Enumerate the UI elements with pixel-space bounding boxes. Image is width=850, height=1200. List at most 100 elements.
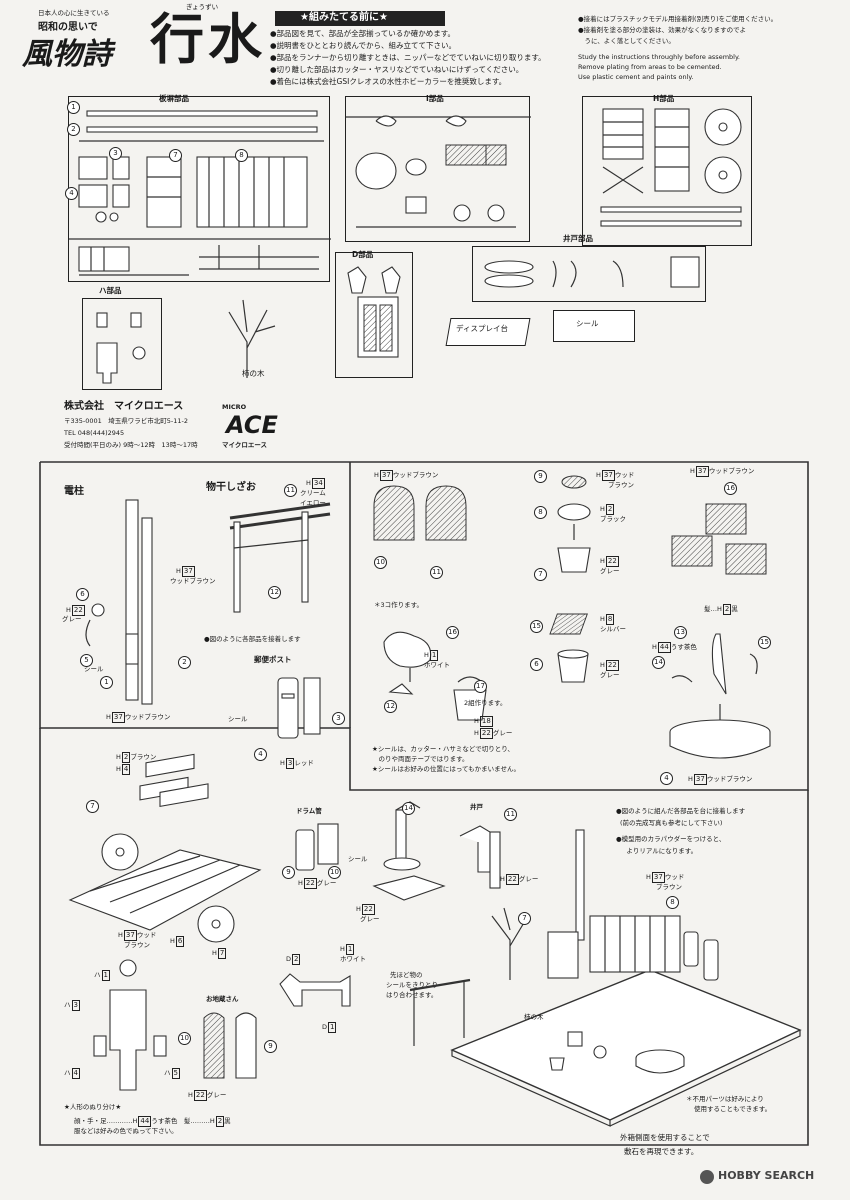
- sprue-i-parts: I部品: [345, 94, 531, 242]
- sprue-d-label: D部品: [352, 250, 374, 259]
- cart-num-7a: 7: [86, 800, 99, 813]
- tagline-2: 昭和の思いで: [38, 22, 98, 33]
- base-note-1: 外箱側面を使用することで: [620, 1133, 710, 1142]
- chicken-num-12: 12: [384, 700, 397, 713]
- tub-drawing: [669, 633, 771, 759]
- washboard-num-6: 6: [530, 658, 543, 671]
- tub-num-14: 14: [652, 656, 665, 669]
- final-note-2: (前の完成写真も参考にして下さい): [620, 819, 723, 827]
- note-jp-2: ●接着剤を塗る部分の塗装は、効果がなくなりますのでよ: [578, 26, 747, 34]
- pole-num-5: 5: [80, 654, 93, 667]
- drying-drawing: [229, 502, 331, 613]
- cart-wood-brown: ブラウン: [124, 941, 150, 949]
- logo-top: MICRO: [222, 403, 247, 411]
- part-num-3: 3: [109, 147, 122, 160]
- dog-note-1: 先ほど物の: [390, 971, 423, 979]
- drum-title: ドラム管: [296, 807, 322, 815]
- before-item-2: ●説明書をひととおり読んでから、組み立てて下さい。: [270, 41, 456, 50]
- pole-drawing: [85, 499, 153, 705]
- part-num-2: 2: [67, 123, 80, 136]
- tub-num-4: 4: [660, 772, 673, 785]
- seal-note-2: のりや両面テープではります。: [372, 755, 469, 763]
- washboard-silver: シルバー: [600, 625, 626, 633]
- parts-persimmon-tree: [228, 299, 276, 378]
- final-note-3: ●模型用のカラパウダーをつけると、: [616, 835, 726, 843]
- jizo-title: お地蔵さん: [206, 995, 239, 1003]
- part-num-8: 8: [235, 149, 248, 162]
- stove-black: ブラック: [600, 515, 626, 523]
- part-num-1: 1: [67, 101, 80, 114]
- drying-brown: ウッドブラウン: [170, 577, 216, 585]
- figure-note-title: ★人形のぬり分け★: [64, 1103, 122, 1111]
- sprue-board-drawing: [69, 110, 331, 276]
- chicken-white: ホワイト: [424, 661, 450, 669]
- final-diorama-drawing: [409, 829, 802, 1127]
- final-num-8: 8: [666, 896, 679, 909]
- well-title: 井戸: [470, 803, 483, 811]
- sprue-h-label: H部品: [653, 94, 675, 103]
- basket-num-11: 11: [430, 566, 443, 579]
- final-persimmon: 柿の木: [524, 1013, 544, 1021]
- note-jp-1: ●接着にはプラスチックモデル用接着剤(別売り)をご使用ください。: [578, 15, 778, 23]
- post-num-4: 4: [254, 748, 267, 761]
- final-note-4: よりリアルになります。: [620, 847, 698, 855]
- series-title: 風物詩: [22, 37, 112, 72]
- sprue-d-parts: D部品: [335, 250, 413, 378]
- well-drawing: [459, 825, 501, 889]
- well-num-11: 11: [504, 808, 517, 821]
- cart-drawing: [68, 753, 262, 943]
- drying-num-12: 12: [268, 586, 281, 599]
- drum-drawing: [295, 823, 339, 871]
- stove-num-9: 9: [534, 470, 547, 483]
- jizo-drawing: [203, 1012, 257, 1079]
- sprue-h-parts: H部品: [582, 94, 752, 246]
- pump-drawing: [372, 801, 446, 901]
- sprue-well-label: 井戸部品: [563, 234, 593, 243]
- drying-num-11: 11: [284, 484, 297, 497]
- post-num-3: 3: [332, 712, 345, 725]
- stove-num-7: 7: [534, 568, 547, 581]
- jizo-num-9: 9: [264, 1040, 277, 1053]
- stove-num-8: 8: [534, 506, 547, 519]
- seal-note-3: ★シールはお好みの位置にはってもかまいません。: [372, 765, 520, 773]
- stove-brown: ブラウン: [608, 481, 634, 489]
- drying-cream: クリーム: [300, 489, 326, 497]
- sprue-board-label: 板塀部品: [159, 94, 189, 103]
- pump-seal: シール: [348, 855, 368, 863]
- figure-note-free: 服などは好みの色でぬって下さい。: [74, 1127, 178, 1135]
- drying-note: ●図のように各部品を接着します: [204, 635, 301, 643]
- pump-num-14: 14: [402, 802, 415, 815]
- pole-num-2: 2: [178, 656, 191, 669]
- watermark-icon: [700, 1170, 714, 1184]
- tub-num-15: 15: [758, 636, 771, 649]
- basket-drawing: [373, 485, 467, 541]
- dog-drawing: [279, 973, 351, 1007]
- company-hours: 受付時間(平日のみ) 9時〜12時 13時〜17時: [64, 441, 198, 449]
- before-item-4: ●切り離した部品はカッター・ヤスリなどでていねいにけずってください。: [270, 65, 524, 74]
- before-item-1: ●部品図を見て、部品が全部揃っているか確かめます。: [270, 29, 456, 38]
- sprue-i-drawing: [346, 115, 531, 228]
- logo-main: ACE: [226, 411, 278, 439]
- sprue-well-parts: 井戸部品: [472, 234, 706, 302]
